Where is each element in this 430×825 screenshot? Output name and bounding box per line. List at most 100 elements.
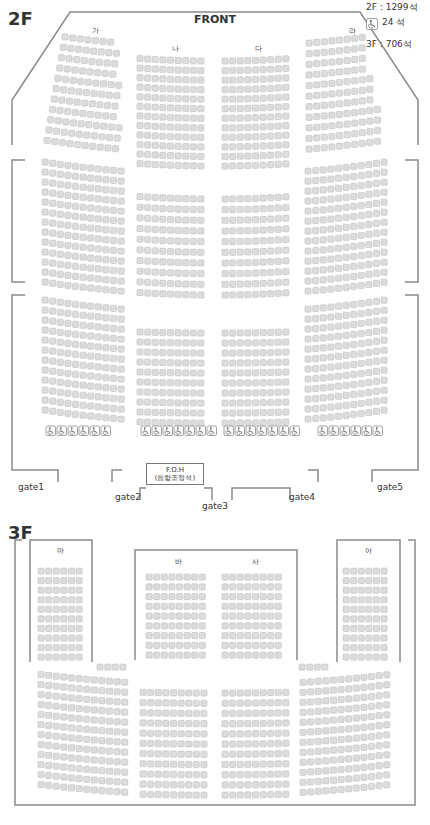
seat (275, 379, 281, 385)
seat (152, 359, 158, 365)
seat (320, 305, 326, 311)
seat (57, 251, 63, 257)
seat (137, 225, 143, 231)
seat (201, 700, 207, 706)
seat (175, 291, 181, 297)
seat (275, 594, 281, 600)
seat (338, 676, 344, 682)
seat (237, 58, 243, 64)
seat (252, 67, 258, 73)
seat (237, 690, 243, 696)
seat (358, 310, 364, 316)
seat (366, 379, 372, 385)
seat (160, 76, 166, 82)
seat (283, 771, 289, 777)
seat (359, 108, 365, 114)
seat (110, 395, 116, 401)
seat (78, 121, 84, 127)
seat (381, 625, 387, 631)
seat (110, 375, 116, 381)
seat (65, 108, 71, 114)
seat (328, 314, 334, 320)
seat (237, 792, 243, 798)
seat (110, 167, 116, 173)
seat (275, 94, 281, 100)
seat (275, 419, 281, 425)
seat (190, 125, 196, 131)
seat (95, 314, 101, 320)
seat (145, 237, 151, 243)
seat (305, 218, 311, 224)
seat (38, 781, 44, 787)
seat (186, 792, 192, 798)
seat (78, 78, 84, 84)
seat (329, 123, 335, 129)
seat (314, 145, 320, 151)
seat (42, 229, 48, 235)
seat (260, 420, 266, 426)
seat (230, 228, 236, 234)
seat (137, 75, 143, 81)
seat (118, 228, 124, 234)
seat (91, 727, 97, 733)
seat (88, 285, 94, 291)
seat (268, 248, 274, 254)
seat (373, 250, 379, 256)
seat (352, 131, 358, 137)
seat (381, 279, 387, 285)
seat (167, 133, 173, 139)
seat (344, 68, 350, 74)
seat (186, 751, 192, 757)
seat (306, 93, 312, 99)
seat (80, 244, 86, 250)
seat (237, 134, 243, 140)
seat (245, 410, 251, 416)
seat (68, 644, 74, 650)
seat (145, 56, 151, 62)
seat (305, 248, 311, 254)
seat (358, 340, 364, 346)
seat (88, 255, 94, 261)
seat (252, 741, 258, 747)
seat (336, 79, 342, 85)
seat (95, 206, 101, 212)
seat (42, 159, 48, 165)
seat (351, 578, 357, 584)
seat (175, 217, 181, 223)
seat (93, 80, 99, 86)
seat (343, 616, 349, 622)
seat (283, 75, 289, 81)
seat (42, 179, 48, 185)
seat (260, 370, 266, 376)
seat (222, 153, 228, 159)
seat (175, 153, 181, 159)
seat (167, 350, 173, 356)
seat (230, 67, 236, 73)
seat (68, 568, 74, 574)
seat (283, 56, 289, 62)
seat (376, 673, 382, 679)
seat (305, 168, 311, 174)
seat (88, 165, 94, 171)
seat (193, 741, 199, 747)
seat (100, 38, 106, 44)
seat (167, 370, 173, 376)
seat (178, 700, 184, 706)
seat (118, 376, 124, 382)
seat (190, 281, 196, 287)
seat (167, 67, 173, 73)
seat (178, 741, 184, 747)
seat (160, 162, 166, 168)
seat (76, 654, 82, 660)
seat (50, 220, 56, 226)
seat (352, 120, 358, 126)
seat (95, 276, 101, 282)
seat (183, 390, 189, 396)
seat (358, 568, 364, 574)
seat (230, 380, 236, 386)
seat (167, 259, 173, 265)
seat (199, 584, 205, 590)
seat (260, 105, 266, 111)
seat (183, 105, 189, 111)
seat (50, 388, 56, 394)
